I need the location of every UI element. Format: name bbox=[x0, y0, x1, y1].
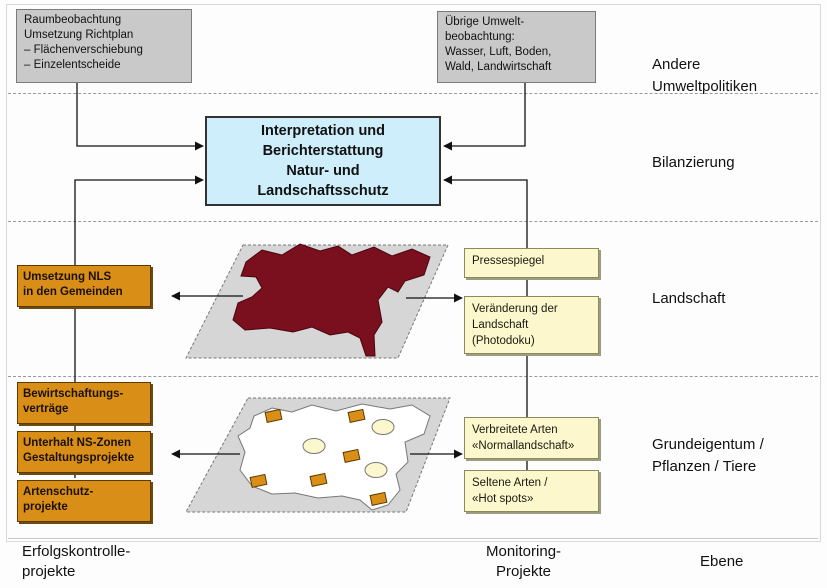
pressespiegel-box: Pressespiegel bbox=[464, 248, 599, 278]
connector-right-column bbox=[443, 175, 528, 490]
level-line: Landschaft bbox=[652, 290, 726, 307]
box-line: beobachtung: bbox=[445, 31, 515, 43]
box-line: Umsetzung Richtplan bbox=[24, 29, 134, 41]
unterhalt-box: Unterhalt NS-Zonen Gestaltungsprojekte bbox=[17, 431, 151, 473]
hotspot-square bbox=[369, 491, 388, 506]
level-line: Andere bbox=[652, 56, 701, 73]
box-line: (Photodoku) bbox=[472, 335, 535, 347]
box-line: Gestaltungsprojekte bbox=[23, 452, 135, 464]
artenschutz-box: Artenschutz- projekte bbox=[17, 480, 151, 522]
box-line: Artenschutz- bbox=[23, 486, 94, 498]
box-line: Bewirtschaftungs- bbox=[23, 388, 124, 400]
separator-1 bbox=[8, 93, 818, 94]
species-markers bbox=[249, 408, 395, 506]
level-grundeigentum: Grundeigentum / Pflanzen / Tiere bbox=[652, 434, 764, 478]
hotspot-square bbox=[347, 408, 366, 423]
box-line: «Hot spots» bbox=[472, 493, 534, 505]
box-line: – Einzelentscheide bbox=[24, 59, 121, 71]
box-line: Berichterstattung bbox=[262, 143, 384, 159]
umweltbeobachtung-box: Übrige Umwelt- beobachtung: Wasser, Luft… bbox=[437, 11, 596, 83]
box-line: Veränderung der bbox=[472, 303, 558, 315]
level-line: Grundeigentum / bbox=[652, 436, 764, 453]
label-ebene: Ebene bbox=[700, 552, 743, 572]
level-bilanzierung: Bilanzierung bbox=[652, 152, 735, 174]
level-line: Pflanzen / Tiere bbox=[652, 458, 757, 475]
connector-right-top bbox=[443, 82, 526, 151]
box-line: Natur- und bbox=[286, 163, 360, 179]
box-line: Unterhalt NS-Zonen bbox=[23, 437, 131, 449]
hotspot-square bbox=[264, 408, 283, 423]
raumbeobachtung-box: Raumbeobachtung Umsetzung Richtplan – Fl… bbox=[16, 9, 192, 83]
label-line: projekte bbox=[22, 563, 76, 580]
box-line: Interpretation und bbox=[260, 123, 386, 139]
box-line: Umsetzung NLS bbox=[23, 271, 112, 283]
level-landschaft: Landschaft bbox=[652, 288, 725, 310]
box-line: Raumbeobachtung bbox=[24, 14, 122, 26]
hotspot-square bbox=[249, 473, 268, 488]
box-line: Wald, Landwirtschaft bbox=[445, 61, 552, 73]
label-line: Projekte bbox=[496, 563, 552, 580]
label-line: Monitoring- bbox=[486, 543, 562, 560]
level-andere-umweltpolitiken: Andere Umweltpolitiken bbox=[652, 54, 757, 98]
separator-bottom bbox=[8, 538, 818, 539]
interpretation-box: Interpretation und Berichterstattung Nat… bbox=[205, 116, 441, 206]
seltene-arten-box: Seltene Arten / «Hot spots» bbox=[464, 470, 599, 512]
box-line: Pressespiegel bbox=[472, 255, 545, 267]
landscape-region-shape bbox=[232, 243, 431, 357]
label-monitoring: Monitoring- Projekte bbox=[486, 542, 561, 582]
habitat-circle bbox=[302, 438, 326, 454]
habitat-circle bbox=[364, 462, 388, 478]
habitat-circle bbox=[371, 419, 395, 435]
hotspot-square bbox=[342, 448, 361, 463]
level-line: Bilanzierung bbox=[652, 154, 735, 171]
level-line: Umweltpolitiken bbox=[652, 78, 758, 95]
label-erfolgskontrolle: Erfolgskontrolle- projekte bbox=[22, 542, 130, 582]
connector-left-top bbox=[76, 82, 204, 151]
label-line: Erfolgskontrolle- bbox=[22, 543, 131, 560]
box-line: Übrige Umwelt- bbox=[445, 16, 525, 28]
connector-left-column bbox=[74, 175, 204, 478]
box-line: verträge bbox=[23, 403, 69, 415]
box-line: in den Gemeinden bbox=[23, 286, 123, 298]
label-line: Ebene bbox=[700, 553, 744, 570]
hotspot-square bbox=[309, 472, 328, 487]
box-line: projekte bbox=[23, 501, 68, 513]
umsetzung-nls-box: Umsetzung NLS in den Gemeinden bbox=[17, 265, 151, 307]
box-line: – Flächenverschiebung bbox=[24, 44, 143, 56]
separator-3 bbox=[8, 376, 818, 377]
box-line: Landschaftsschutz bbox=[257, 183, 389, 199]
box-line: Landschaft bbox=[472, 319, 529, 331]
bewirtschaftung-box: Bewirtschaftungs- verträge bbox=[17, 382, 151, 424]
veraenderung-box: Veränderung der Landschaft (Photodoku) bbox=[464, 296, 599, 354]
box-line: Wasser, Luft, Boden, bbox=[445, 46, 552, 58]
diagram-frame bbox=[6, 4, 821, 542]
verbreitete-arten-box: Verbreitete Arten «Normallandschaft» bbox=[464, 417, 599, 459]
box-line: Seltene Arten / bbox=[472, 477, 548, 489]
separator-2 bbox=[8, 221, 818, 222]
box-line: «Normallandschaft» bbox=[472, 440, 575, 452]
box-line: Verbreitete Arten bbox=[472, 424, 558, 436]
